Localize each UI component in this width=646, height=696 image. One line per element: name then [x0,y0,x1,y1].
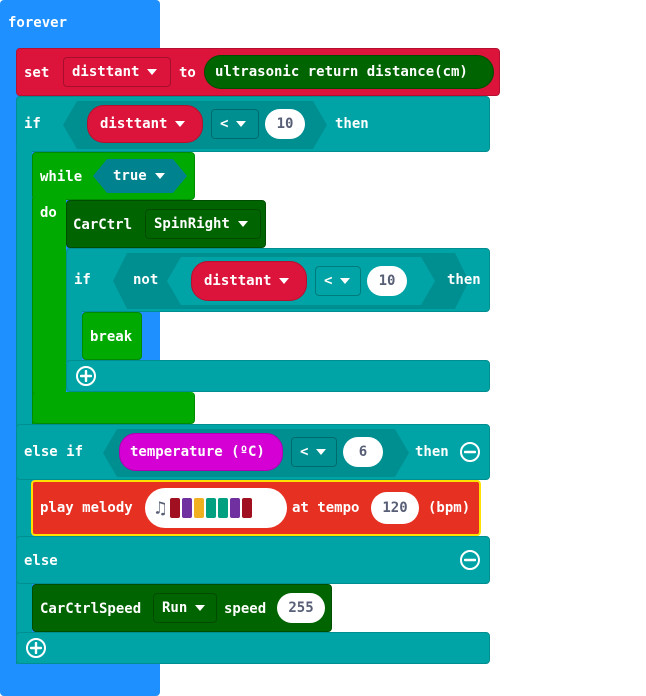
else-if-number-value: 6 [358,444,368,460]
break-label: break [90,329,133,345]
carctrl-speed-label: CarCtrlSpeed [40,601,142,617]
if-block-footer [16,632,490,664]
not-label: not [133,272,159,288]
speed-mode-value: Run [162,600,188,616]
speed-value: 255 [288,600,314,616]
temperature-reporter[interactable]: temperature (ºC) [119,433,283,471]
melody-note-6 [241,498,252,518]
inner-if-arm [66,310,82,362]
play-melody-block[interactable]: play melody ♫ at tempo 120 (bpm) [31,480,481,536]
true-label: true [113,168,147,184]
chevron-down-icon [147,69,158,75]
variable-dropdown[interactable]: disttant [63,57,171,87]
variable-reporter-label: disttant [100,116,168,132]
chevron-down-icon [316,449,327,455]
if-label: if [24,116,41,132]
else-if-number-input[interactable]: 6 [343,437,383,467]
inner-operator-label: < [324,273,333,289]
inner-number-value: 10 [378,273,396,289]
inner-variable-label: disttant [204,273,272,289]
melody-note-2 [193,498,204,518]
inner-if-footer [66,360,490,392]
else-label: else [24,553,58,569]
chevron-down-icon [237,221,248,227]
variable-reporter[interactable]: disttant [87,105,203,143]
melody-note-0 [169,498,180,518]
ultrasonic-label: ultrasonic return distance(cm) [215,64,468,80]
else-if-then-label: then [415,444,449,460]
plus-icon[interactable] [26,638,46,658]
operator-label: < [220,116,229,132]
while-block-footer [32,392,195,424]
melody-note-3 [205,498,216,518]
chevron-down-icon [236,121,247,127]
else-if-operator-label: < [300,444,309,460]
inner-variable-reporter[interactable]: disttant [191,261,307,301]
tempo-input[interactable]: 120 [371,492,419,524]
inner-if-block[interactable]: if not disttant < 10 then [66,248,490,312]
while-block-arm: do [32,198,66,424]
melody-note-5 [229,498,240,518]
inner-operator-dropdown[interactable]: < [315,266,361,296]
speed-input[interactable]: 255 [277,593,325,623]
chevron-down-icon [195,605,206,611]
inner-if-label: if [74,272,91,288]
plus-icon[interactable] [76,366,96,386]
carctrl-mode-value: SpinRight [154,216,230,232]
do-label: do [40,205,57,221]
chevron-down-icon [155,173,165,179]
at-tempo-label: at tempo [292,500,360,516]
carctrl-mode-dropdown[interactable]: SpinRight [145,209,261,239]
set-variable-block[interactable]: set disttant to ultrasonic return distan… [16,48,500,96]
else-block[interactable]: else [16,536,490,584]
operator-dropdown[interactable]: < [211,109,259,139]
ultrasonic-distance-reporter[interactable]: ultrasonic return distance(cm) [204,55,494,89]
forever-label: forever [8,15,68,31]
melody-note-1 [181,498,192,518]
minus-icon[interactable] [460,442,480,462]
true-boolean-dropdown[interactable]: true [93,159,187,193]
play-melody-label: play melody [40,500,133,516]
else-if-label: else if [24,444,84,460]
number-input[interactable]: 10 [265,109,305,139]
melody-field[interactable]: ♫ [145,488,287,528]
bpm-label: (bpm) [428,500,471,516]
if-block-header[interactable]: if disttant < 10 then [16,96,490,152]
while-label: while [40,169,83,185]
carctrl-block[interactable]: CarCtrl SpinRight [66,200,266,248]
chevron-down-icon [279,278,290,284]
inner-number-input[interactable]: 10 [367,266,407,296]
minus-icon[interactable] [460,550,480,570]
speed-mode-dropdown[interactable]: Run [153,593,217,623]
else-if-operator-dropdown[interactable]: < [291,437,337,467]
set-label: set [24,65,50,81]
speed-label: speed [224,601,267,617]
melody-note-4 [217,498,228,518]
carctrl-label: CarCtrl [73,217,133,233]
chevron-down-icon [340,278,351,284]
inner-then-label: then [447,272,481,288]
else-if-block[interactable]: else if temperature (ºC) < 6 then [16,424,490,480]
while-block[interactable]: while true [32,152,195,200]
number-value: 10 [276,116,294,132]
carctrl-speed-block[interactable]: CarCtrlSpeed Run speed 255 [32,584,332,632]
melody-notes [169,498,252,518]
variable-name: disttant [72,64,140,80]
tempo-value: 120 [382,500,408,516]
then-label: then [335,116,369,132]
if-block-arm [16,150,32,664]
break-block[interactable]: break [82,312,142,360]
music-note-icon: ♫ [155,497,166,519]
to-label: to [179,65,196,81]
chevron-down-icon [175,121,186,127]
temperature-label: temperature (ºC) [130,444,265,460]
